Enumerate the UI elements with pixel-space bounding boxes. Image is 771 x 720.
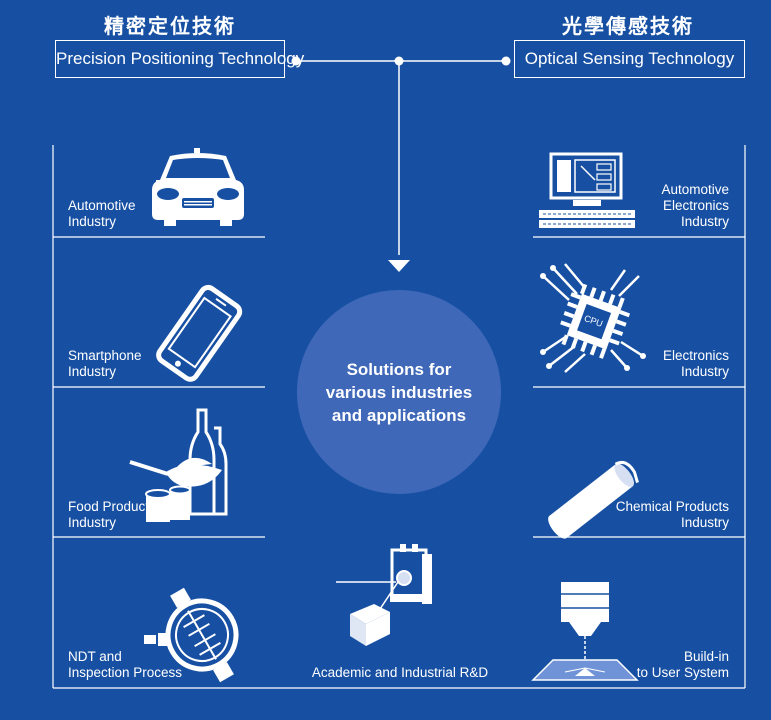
center-text-line2: various industries bbox=[325, 382, 473, 402]
precision-positioning-title-en: Precision Positioning Technology bbox=[55, 40, 304, 78]
center-text-line1: Solutions for bbox=[346, 359, 452, 379]
computer-workstation-icon bbox=[539, 152, 635, 228]
academic-rd-label: Academic and Industrial R&D bbox=[311, 665, 489, 680]
optical-sensing-title-cn: 光學傳感技術 bbox=[562, 14, 694, 38]
solutions-center-circle: Solutions for various industries and app… bbox=[297, 290, 501, 494]
optical-sensing-title-en: Optical Sensing Technology bbox=[514, 40, 745, 78]
food-products-icon bbox=[129, 408, 228, 522]
film-roll-icon bbox=[548, 461, 639, 539]
laser-head-icon bbox=[531, 582, 639, 681]
precision-positioning-title-cn: 精密定位技術 bbox=[104, 14, 236, 38]
center-text-line3: and applications bbox=[331, 405, 467, 425]
car-icon bbox=[152, 148, 244, 226]
smartphone-icon bbox=[156, 284, 243, 382]
inspection-gauge-icon bbox=[144, 587, 239, 683]
cpu-chip-icon bbox=[540, 263, 646, 373]
optical-bench-icon bbox=[336, 544, 432, 646]
